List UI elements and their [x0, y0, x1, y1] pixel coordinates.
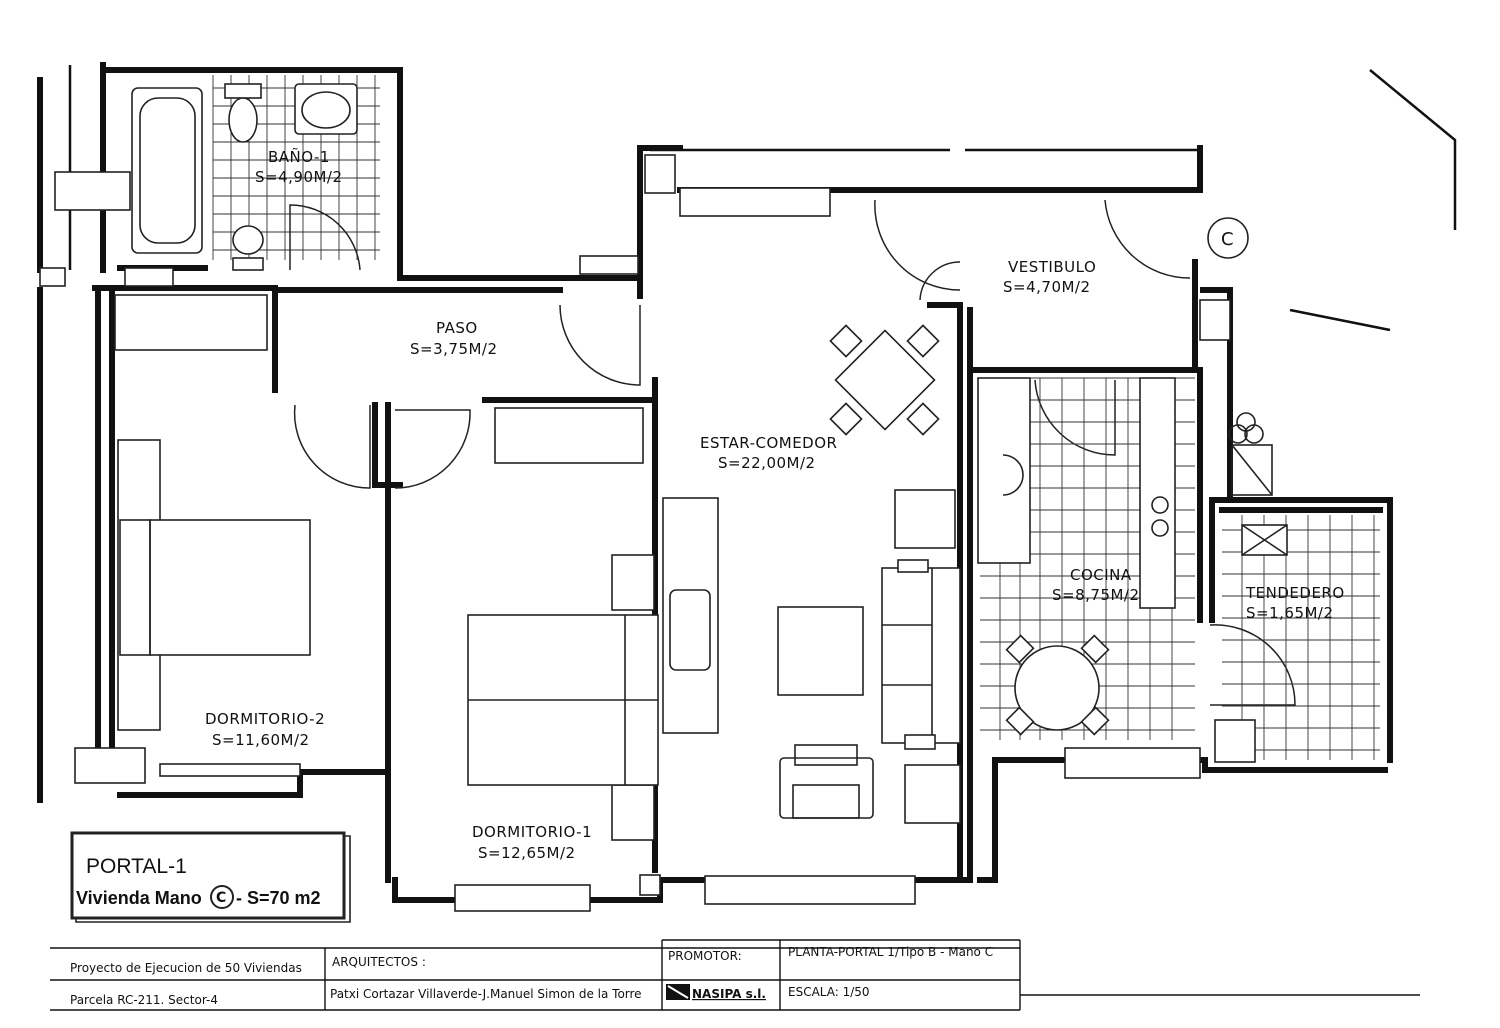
bathroom-tiles: [212, 75, 380, 260]
coffee-table: [777, 606, 864, 696]
kitchen: [977, 377, 1195, 740]
dining-table: [829, 324, 940, 436]
room-labels: BAÑO-1 S=4,90M/2 PASO S=3,75M/2 VESTIBUL…: [205, 147, 1345, 862]
scale: ESCALA: 1/50: [788, 985, 870, 999]
room-name-cocina: COCINA: [1070, 566, 1132, 584]
room-area-bano: S=4,90M/2: [255, 168, 343, 186]
architects-label: ARQUITECTOS :: [332, 955, 426, 969]
room-name-estar: ESTAR-COMEDOR: [700, 434, 837, 452]
room-name-paso: PASO: [436, 319, 478, 337]
room-area-dormitorio2: S=11,60M/2: [212, 731, 310, 749]
room-name-dormitorio2: DORMITORIO-2: [205, 710, 325, 728]
project-name: Proyecto de Ejecucion de 50 Viviendas: [70, 961, 302, 975]
promoter-logo-icon: [666, 984, 690, 1000]
title-block: Proyecto de Ejecucion de 50 Viviendas Pa…: [50, 939, 1420, 1011]
terrace-tiles: [1222, 515, 1380, 760]
architects-names: Patxi Cortazar Villaverde-J.Manuel Simon…: [330, 987, 642, 1001]
door-swings: [289, 199, 1296, 706]
room-name-vestibulo: VESTIBULO: [1008, 258, 1096, 276]
unit-suffix: - S=70 m2: [236, 888, 321, 908]
portal-box: PORTAL-1 Vivienda Mano C - S=70 m2: [70, 831, 351, 923]
washbasin: [294, 83, 358, 135]
bathtub: [131, 87, 203, 254]
water-heater: [1228, 412, 1273, 496]
sofa: [881, 559, 961, 750]
windows: [39, 154, 1201, 912]
toilet: [232, 225, 264, 271]
room-name-bano: BAÑO-1: [268, 147, 330, 166]
unit-marker: C: [1207, 217, 1249, 259]
bathroom-fixtures: [54, 75, 380, 271]
room-area-tendedero: S=1,65M/2: [1246, 604, 1334, 622]
promoter-name: NASIPA s.l.: [692, 987, 766, 1001]
bidet: [224, 83, 262, 143]
portal-title: PORTAL-1: [86, 855, 187, 878]
room-name-tendedero: TENDEDERO: [1245, 584, 1345, 602]
promoter-label: PROMOTOR:: [668, 949, 742, 963]
room-area-vestibulo: S=4,70M/2: [1003, 278, 1091, 296]
room-area-estar: S=22,00M/2: [718, 454, 816, 472]
unit-marker-letter: C: [1221, 229, 1234, 250]
parcel: Parcela RC-211. Sector-4: [70, 993, 218, 1007]
armchair: [779, 744, 874, 819]
room-area-cocina: S=8,75M/2: [1052, 586, 1140, 604]
room-area-dormitorio1: S=12,65M/2: [478, 844, 576, 862]
kitchen-table: [1005, 634, 1110, 736]
bedroom-2-furniture: [114, 294, 311, 731]
living-dining-furniture: [777, 324, 961, 824]
plan-title: PLANTA-PORTAL 1/Tipo B - Mano C: [788, 945, 993, 959]
room-name-dormitorio1: DORMITORIO-1: [472, 823, 592, 841]
unit-prefix: Vivienda Mano: [76, 888, 202, 908]
unit-letter: C: [216, 890, 226, 906]
bedroom-1-furniture: [467, 407, 719, 841]
tendedero: [1199, 299, 1380, 763]
room-area-paso: S=3,75M/2: [410, 340, 498, 358]
